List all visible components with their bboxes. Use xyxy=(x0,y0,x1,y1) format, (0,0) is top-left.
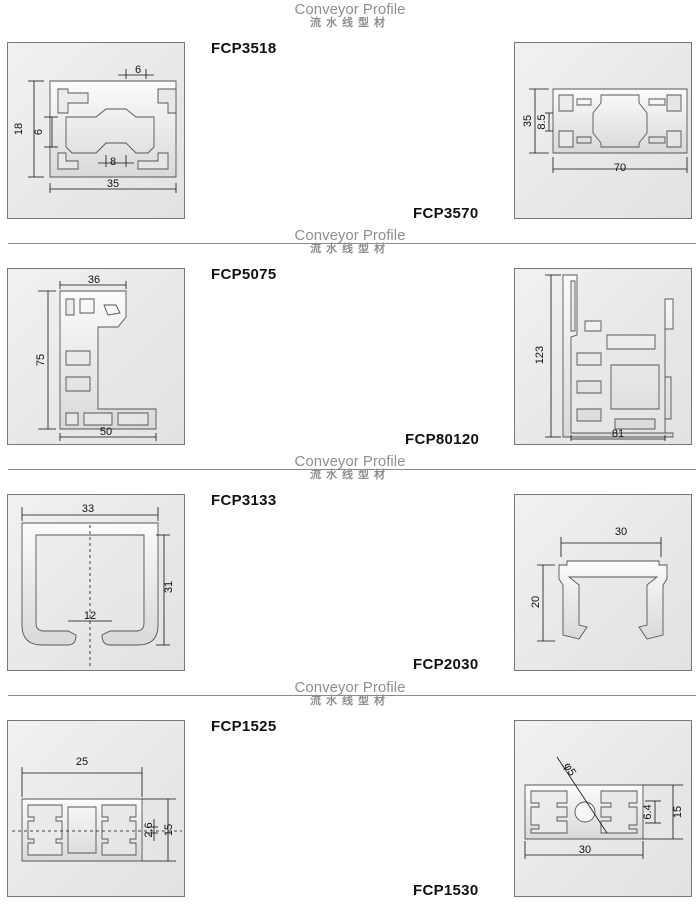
dimension-label: 20 xyxy=(530,596,542,608)
dimension-label: 8.5 xyxy=(536,114,548,129)
section-title: Conveyor Profile xyxy=(294,679,406,696)
profile-label-fcp1525: FCP1525 xyxy=(211,718,277,735)
section-subtitle: 流水线型材 xyxy=(310,16,390,29)
dimension-label: 6 xyxy=(33,129,45,135)
section-title: Conveyor Profile xyxy=(294,227,406,244)
dimension-label: 30 xyxy=(579,844,591,856)
divider xyxy=(8,243,696,244)
dimension-label: 35 xyxy=(522,115,534,127)
divider xyxy=(8,695,696,696)
dimension-label: φ5 xyxy=(561,761,578,778)
dimension-label: 81 xyxy=(612,428,624,440)
dimension-label: 35 xyxy=(107,178,119,190)
profile-label-fcp1530: FCP1530 xyxy=(413,882,479,899)
profile-drawing-fcp5075: 36 75 50 xyxy=(7,268,185,445)
profile-label-fcp80120: FCP80120 xyxy=(405,431,480,448)
profile-label-fcp5075: FCP5075 xyxy=(211,266,277,283)
dimension-label: 70 xyxy=(614,162,626,174)
dimension-label: 33 xyxy=(82,503,94,515)
section-subtitle: 流水线型材 xyxy=(310,468,390,481)
profile-drawing-fcp3570: 35 8.5 70 xyxy=(514,42,692,219)
profile-drawing-fcp2030: 30 20 xyxy=(514,494,692,671)
dimension-label: 75 xyxy=(35,354,47,366)
dimension-label: 12 xyxy=(84,610,96,622)
section-subtitle: 流水线型材 xyxy=(310,242,390,255)
dimension-label: 36 xyxy=(88,274,100,286)
divider xyxy=(8,469,696,470)
dimension-label: 2.6 xyxy=(143,822,155,837)
section-title: Conveyor Profile xyxy=(294,453,406,470)
dimension-label: 15 xyxy=(672,806,684,818)
dimension-label: 15 xyxy=(163,824,175,836)
profile-drawing-fcp1525: 25 2.6 15 xyxy=(7,720,185,897)
dimension-label: 6 xyxy=(135,64,141,76)
profile-label-fcp3133: FCP3133 xyxy=(211,492,277,509)
dimension-label: 18 xyxy=(13,123,25,135)
section-title: Conveyor Profile xyxy=(294,1,406,18)
profile-drawing-fcp3133: 33 31 12 xyxy=(7,494,185,671)
profile-label-fcp3518: FCP3518 xyxy=(211,40,277,57)
dimension-label: 50 xyxy=(100,426,112,438)
section-subtitle: 流水线型材 xyxy=(310,694,390,707)
dimension-label: 30 xyxy=(615,526,627,538)
profile-drawing-fcp3518: 6 18 6 8 35 xyxy=(7,42,185,219)
dimension-label: 25 xyxy=(76,756,88,768)
dimension-label: 123 xyxy=(534,346,546,364)
profile-label-fcp2030: FCP2030 xyxy=(413,656,479,673)
dimension-label: 31 xyxy=(163,581,175,593)
profile-drawing-fcp80120: 123 81 xyxy=(514,268,692,445)
profile-drawing-fcp1530: φ5 6.4 15 30 xyxy=(514,720,692,897)
profile-label-fcp3570: FCP3570 xyxy=(413,205,479,222)
dimension-label: 8 xyxy=(110,156,116,168)
dimension-label: 6.4 xyxy=(642,804,654,819)
